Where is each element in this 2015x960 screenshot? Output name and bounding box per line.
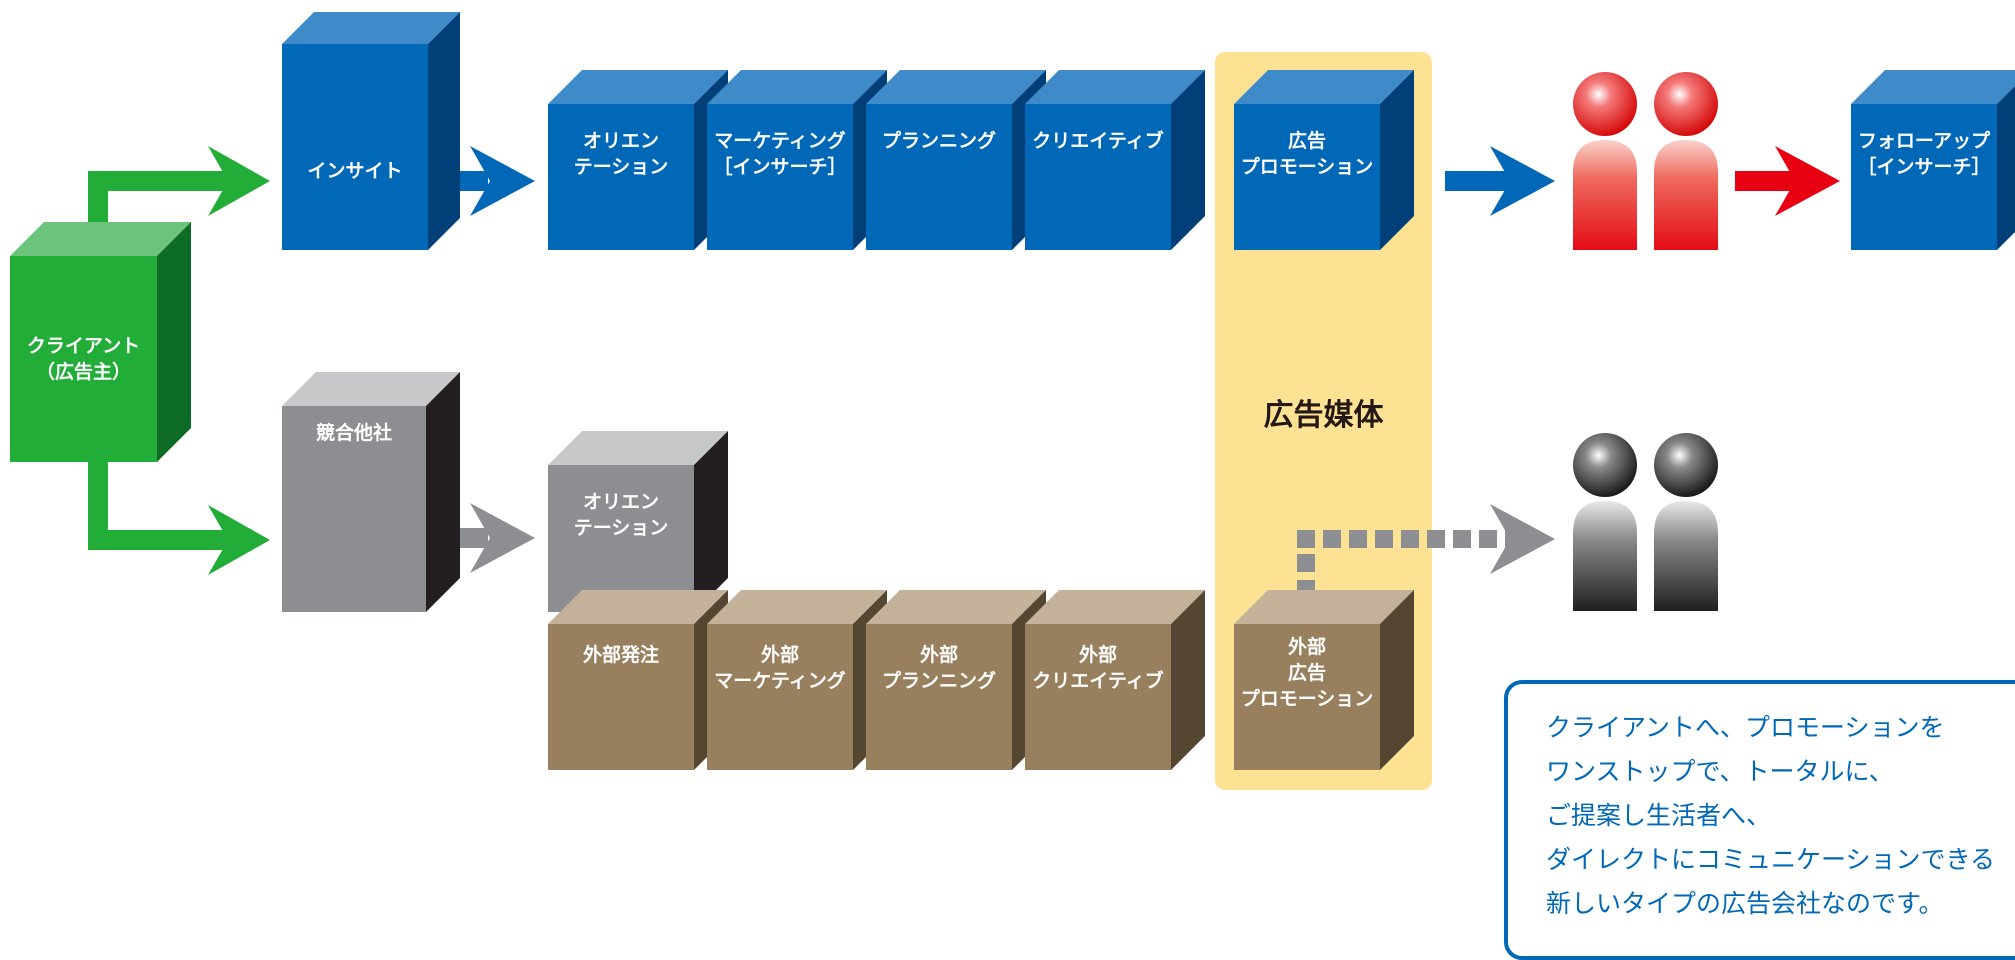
client-to-competitor-arrow xyxy=(88,460,270,575)
external-promotion-label: 外部 広告 プロモーション xyxy=(1234,624,1380,770)
follow-up-label: フォローアップ ［インサーチ］ xyxy=(1851,104,1997,250)
client-box: クライアント （広告主） xyxy=(10,222,191,462)
promotion-box: 広告 プロモーション xyxy=(1234,70,1414,250)
external-promotion-dotted-arrow xyxy=(1297,504,1555,598)
consumers-red-icon xyxy=(1573,72,1718,250)
message-line: ご提案し生活者へ、 xyxy=(1546,801,1772,830)
message-text: クライアントへ、プロモーションを ワンストップで、トータルに、 ご提案し生活者へ… xyxy=(1546,706,2006,926)
follow-up-box: フォローアップ ［インサーチ］ xyxy=(1851,70,2015,250)
orientation-box: オリエン テーション xyxy=(548,70,728,250)
external-promotion-box: 外部 広告 プロモーション xyxy=(1234,590,1414,770)
creative-label: クリエイティブ xyxy=(1025,104,1171,250)
external-marketing-box: 外部 マーケティング xyxy=(707,590,887,770)
planning-label: プランニング xyxy=(866,104,1012,250)
competitor-label: 競合他社 xyxy=(282,406,426,612)
external-planning-label: 外部 プランニング xyxy=(866,624,1012,770)
competitor-to-orientation-arrow xyxy=(448,503,535,573)
promotion-to-consumers-arrow xyxy=(1445,146,1555,216)
media-label: 広告媒体 xyxy=(1263,398,1384,433)
external-marketing-label: 外部 マーケティング xyxy=(707,624,853,770)
message-line: クライアントへ、プロモーションを xyxy=(1546,713,1945,742)
message-line: ワンストップで、トータルに、 xyxy=(1546,757,1894,786)
marketing-box: マーケティング ［インサーチ］ xyxy=(707,70,887,250)
consumers-to-followup-arrow xyxy=(1735,146,1840,216)
bottom-orientation-box: オリエン テーション xyxy=(548,431,728,612)
external-order-label: 外部発注 xyxy=(548,624,694,770)
client-label: クライアント （広告主） xyxy=(10,256,157,462)
competitor-box: 競合他社 xyxy=(282,372,460,612)
consumers-gray-icon xyxy=(1573,433,1718,611)
diagram: 広告媒体 xyxy=(10,12,2015,960)
message-line: ダイレクトにコミュニケーションできる xyxy=(1546,845,1996,874)
external-creative-label: 外部 クリエイティブ xyxy=(1025,624,1171,770)
client-to-insight-arrow xyxy=(88,146,270,231)
external-order-box: 外部発注 xyxy=(548,590,728,770)
bottom-orientation-label: オリエン テーション xyxy=(548,465,694,612)
message-line: 新しいタイプの広告会社なのです。 xyxy=(1546,889,1944,918)
marketing-label: マーケティング ［インサーチ］ xyxy=(707,104,853,250)
connectors xyxy=(88,72,1840,611)
insight-label: インサイト xyxy=(282,44,428,250)
creative-box: クリエイティブ xyxy=(1025,70,1205,250)
external-planning-box: 外部 プランニング xyxy=(866,590,1046,770)
message-box xyxy=(1504,680,2015,960)
insight-to-orientation-arrow xyxy=(448,146,535,216)
promotion-label: 広告 プロモーション xyxy=(1234,104,1380,250)
orientation-label: オリエン テーション xyxy=(548,104,694,250)
insight-box: インサイト xyxy=(282,12,460,250)
external-creative-box: 外部 クリエイティブ xyxy=(1025,590,1205,770)
planning-box: プランニング xyxy=(866,70,1046,250)
